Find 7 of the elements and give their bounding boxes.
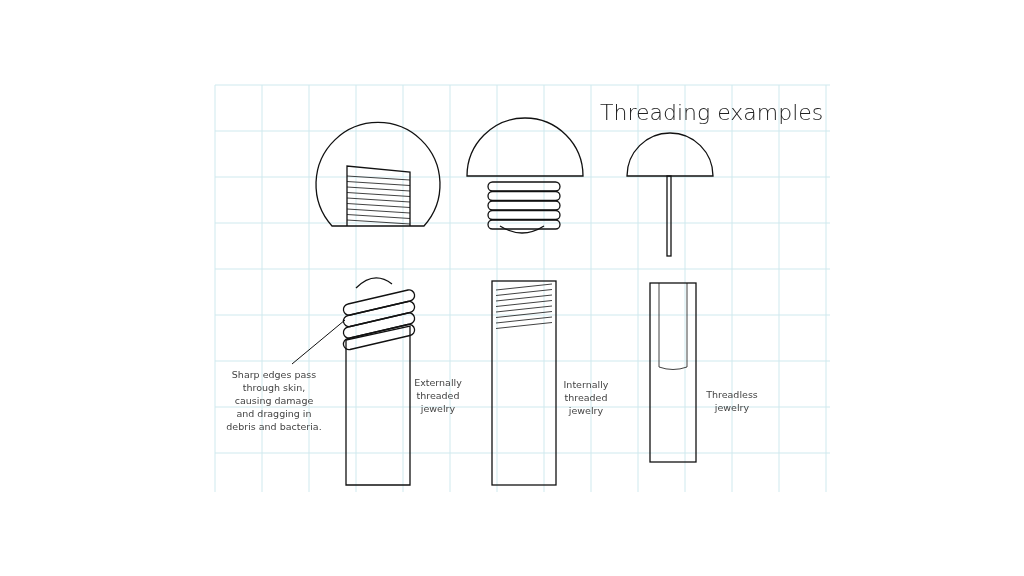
leader-line: [291, 319, 346, 365]
jewelry-label: Externally threaded jewelry: [413, 376, 463, 415]
jewelry-label: Internally threaded jewelry: [562, 378, 610, 417]
jewelry-label: Threadless jewelry: [705, 388, 759, 414]
thread-coils: [342, 277, 416, 351]
annotation-text: Sharp edges pass through skin, causing damage and dragging in debris and bacteria.: [226, 368, 322, 433]
title: Threading examples: [600, 100, 824, 125]
